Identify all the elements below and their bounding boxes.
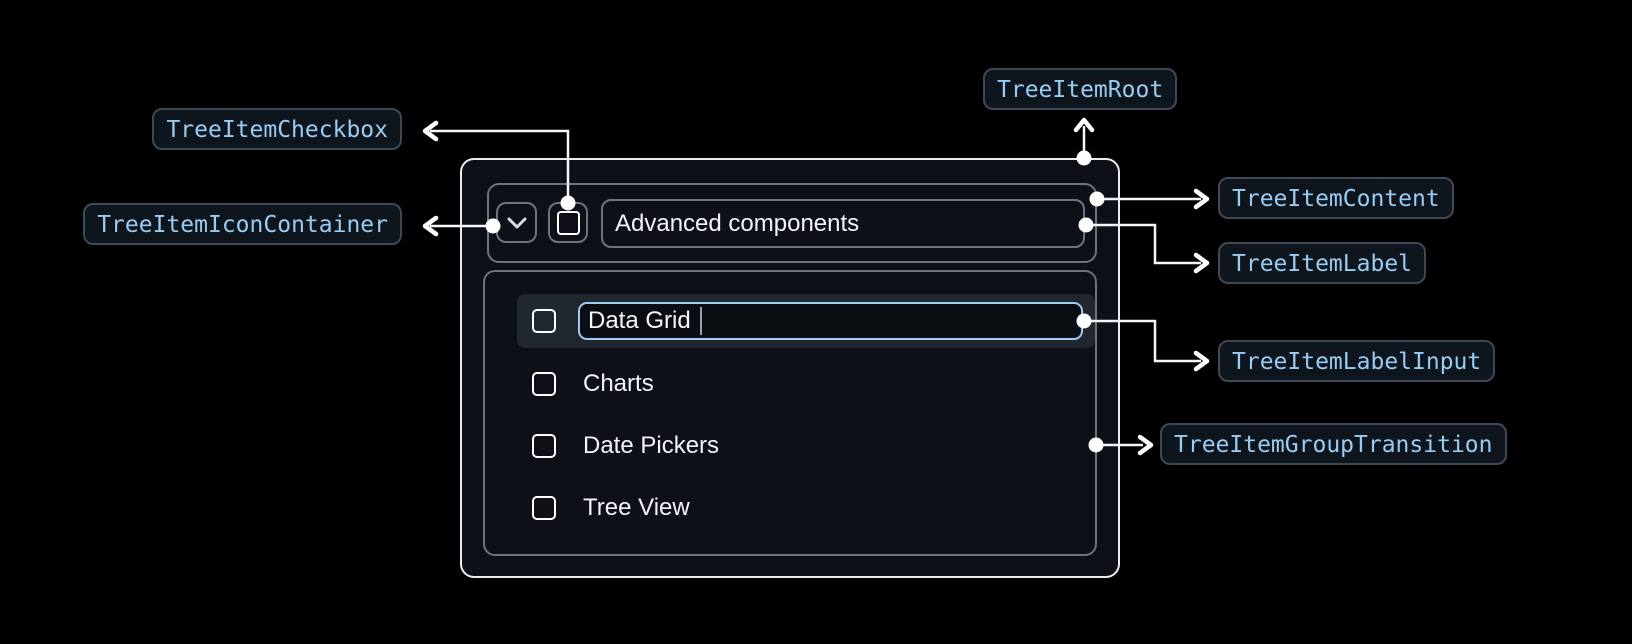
tree-row-label: Tree View	[583, 494, 690, 521]
tree-item-group-transition	[483, 270, 1097, 556]
arrowhead-left-icon-container	[422, 215, 439, 237]
annotation-tree-item-checkbox: TreeItemCheckbox	[152, 108, 402, 150]
tree-row-date-pickers[interactable]: Date Pickers	[517, 419, 1095, 473]
annotation-tree-item-label-input: TreeItemLabelInput	[1218, 340, 1496, 382]
annotation-tree-item-label: TreeItemLabel	[1218, 242, 1427, 284]
tree-item-label-input-wrap	[578, 302, 1083, 340]
arrowhead-right-group-transition	[1137, 434, 1154, 456]
checkbox-unchecked-icon[interactable]	[532, 496, 556, 520]
tree-item-root	[460, 158, 1120, 578]
tree-row-tree-view[interactable]: Tree View	[517, 481, 1095, 535]
tree-item-label-input[interactable]	[578, 302, 1083, 340]
annotation-tree-item-root: TreeItemRoot	[983, 68, 1178, 110]
checkbox-unchecked-icon[interactable]	[532, 434, 556, 458]
arrowhead-right-label	[1193, 252, 1210, 274]
tree-row-label: Charts	[583, 370, 654, 397]
annotation-tree-item-content: TreeItemContent	[1218, 177, 1454, 219]
arrowhead-left-checkbox	[422, 120, 439, 142]
tree-row-label: Date Pickers	[583, 432, 720, 459]
text-caret	[700, 307, 702, 335]
annotation-tree-item-group-transition: TreeItemGroupTransition	[1160, 423, 1507, 465]
tree-row-data-grid[interactable]	[517, 294, 1095, 348]
tree-row-charts[interactable]: Charts	[517, 357, 1095, 411]
chevron-down-icon	[507, 217, 526, 228]
checkbox-unchecked-icon[interactable]	[532, 309, 556, 333]
checkbox-unchecked-icon	[556, 210, 580, 235]
tree-item-checkbox[interactable]	[548, 202, 588, 243]
arrowhead-right-content	[1193, 188, 1210, 210]
arrowhead-up-root	[1073, 117, 1095, 133]
tree-item-label: Advanced components	[601, 199, 1085, 248]
arrowhead-right-label-input	[1193, 350, 1210, 372]
parent-item-label-text: Advanced components	[615, 209, 860, 237]
checkbox-unchecked-icon[interactable]	[532, 372, 556, 396]
tree-item-icon-container[interactable]	[496, 202, 537, 243]
annotation-tree-item-icon-container: TreeItemIconContainer	[83, 203, 402, 245]
